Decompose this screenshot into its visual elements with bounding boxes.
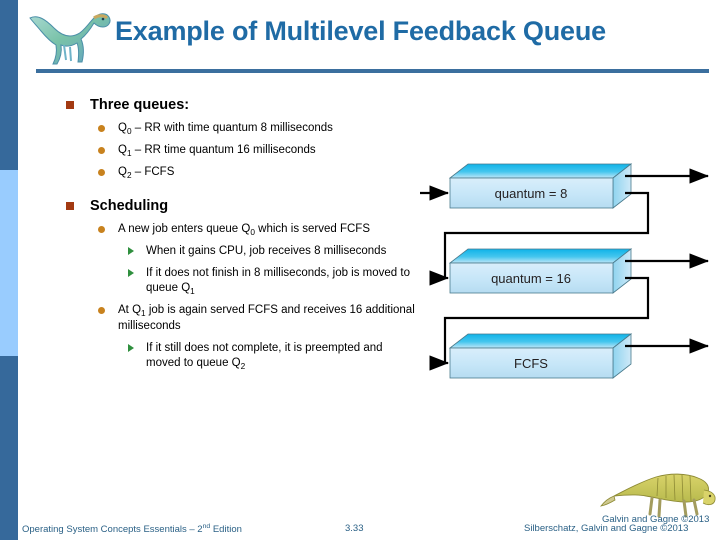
q0-base: Q xyxy=(118,122,127,135)
q1-base: Q xyxy=(118,144,127,157)
q2-subscript: 2 xyxy=(126,171,132,181)
mascot-caption: Galvin and Gagne ©2013 xyxy=(602,514,709,524)
dimetrodon-icon: Galvin and Gagne ©2013 xyxy=(600,462,718,525)
not-finish-q-base: Q xyxy=(181,282,191,295)
multilevel-feedback-queue-diagram: quantum = 8 quantum = 16 xyxy=(420,150,720,400)
queue-box-quantum-16: quantum = 16 xyxy=(448,248,633,294)
footer-left-ordinal: nd xyxy=(202,523,211,530)
preempted-q-base: Q xyxy=(231,356,241,369)
at-q1-pre: At xyxy=(118,304,133,317)
list-item-gains-cpu: When it gains CPU, job receives 8 millis… xyxy=(60,244,420,259)
dot-bullet-icon xyxy=(98,125,105,133)
dot-bullet-icon xyxy=(98,307,105,315)
gains-cpu-text: When it gains CPU, job receives 8 millis… xyxy=(146,244,387,257)
footer-copyright: Silberschatz, Galvin and Gagne ©2013 xyxy=(524,523,689,534)
bullet-scheduling: Scheduling xyxy=(60,197,420,215)
queue-box-fcfs: FCFS xyxy=(448,333,633,379)
dot-bullet-icon xyxy=(98,147,105,155)
sidebar-rail-gap xyxy=(18,0,23,540)
at-q1-base: Q xyxy=(132,304,142,317)
footer-left-post: Edition xyxy=(210,524,242,536)
slide-body: Three queues: Q0 – RR with time quantum … xyxy=(60,96,420,371)
new-job-subscript: 0 xyxy=(250,227,255,237)
new-job-post: which is served FCFS xyxy=(254,222,370,235)
sidebar-rail-bottom xyxy=(0,356,18,540)
triangle-bullet-icon xyxy=(128,269,134,278)
list-item-preempted: If it still does not complete, it is pre… xyxy=(60,341,420,371)
preempted-pre: If it still does not complete, it is pre… xyxy=(146,341,383,369)
bullet-label: Three queues: xyxy=(90,97,190,113)
square-bullet-icon xyxy=(66,101,74,109)
svg-text:FCFS: FCFS xyxy=(514,356,548,371)
section-spacer xyxy=(60,181,420,197)
list-item-q1: Q1 – RR time quantum 16 milliseconds xyxy=(60,143,420,158)
sidebar-rail-middle xyxy=(0,170,18,356)
dot-bullet-icon xyxy=(98,169,105,177)
footer-page-number: 3.33 xyxy=(345,523,364,534)
list-item-q2: Q2 – FCFS xyxy=(60,165,420,180)
q2-base: Q xyxy=(118,166,127,179)
bullet-label: Scheduling xyxy=(90,197,169,214)
dot-bullet-icon xyxy=(98,225,105,233)
triangle-bullet-icon xyxy=(128,343,134,352)
at-q1-post: job is again served FCFS and receives 16… xyxy=(118,304,415,332)
svg-text:quantum = 8: quantum = 8 xyxy=(495,186,568,201)
new-job-q-base: Q xyxy=(241,222,251,235)
triangle-bullet-icon xyxy=(128,246,134,255)
queue-box-quantum-8: quantum = 8 xyxy=(448,163,633,209)
list-item-q0: Q0 – RR with time quantum 8 milliseconds xyxy=(60,121,420,136)
q0-subscript: 0 xyxy=(126,127,132,137)
list-item-not-finish: If it does not finish in 8 milliseconds,… xyxy=(60,266,420,296)
preempted-subscript: 2 xyxy=(240,361,246,371)
bullet-three-queues: Three queues: xyxy=(60,96,420,114)
q1-subscript: 1 xyxy=(126,149,132,159)
not-finish-pre: If it does not finish in 8 milliseconds,… xyxy=(146,267,410,295)
at-q1-subscript: 1 xyxy=(141,309,146,319)
footer-left-pre: Operating System Concepts Essentials – 2 xyxy=(22,524,203,536)
list-item-new-job: A new job enters queue Q0 which is serve… xyxy=(60,222,420,237)
page-title: Example of Multilevel Feedback Queue xyxy=(115,16,606,46)
list-item-at-q1: At Q1 job is again served FCFS and recei… xyxy=(60,303,420,333)
sidebar-rail-top xyxy=(0,0,18,170)
q0-text: – RR with time quantum 8 milliseconds xyxy=(131,122,333,135)
q2-text: – FCFS xyxy=(131,166,175,179)
theropod-dinosaur-icon xyxy=(24,4,116,70)
title-underline xyxy=(36,69,709,73)
footer-left: Operating System Concepts Essentials – 2… xyxy=(22,523,242,535)
square-bullet-icon xyxy=(66,201,74,210)
q1-text: – RR time quantum 16 milliseconds xyxy=(131,144,316,157)
not-finish-subscript: 1 xyxy=(190,287,195,297)
new-job-pre: A new job enters queue xyxy=(118,222,242,235)
svg-text:quantum = 16: quantum = 16 xyxy=(491,271,571,286)
